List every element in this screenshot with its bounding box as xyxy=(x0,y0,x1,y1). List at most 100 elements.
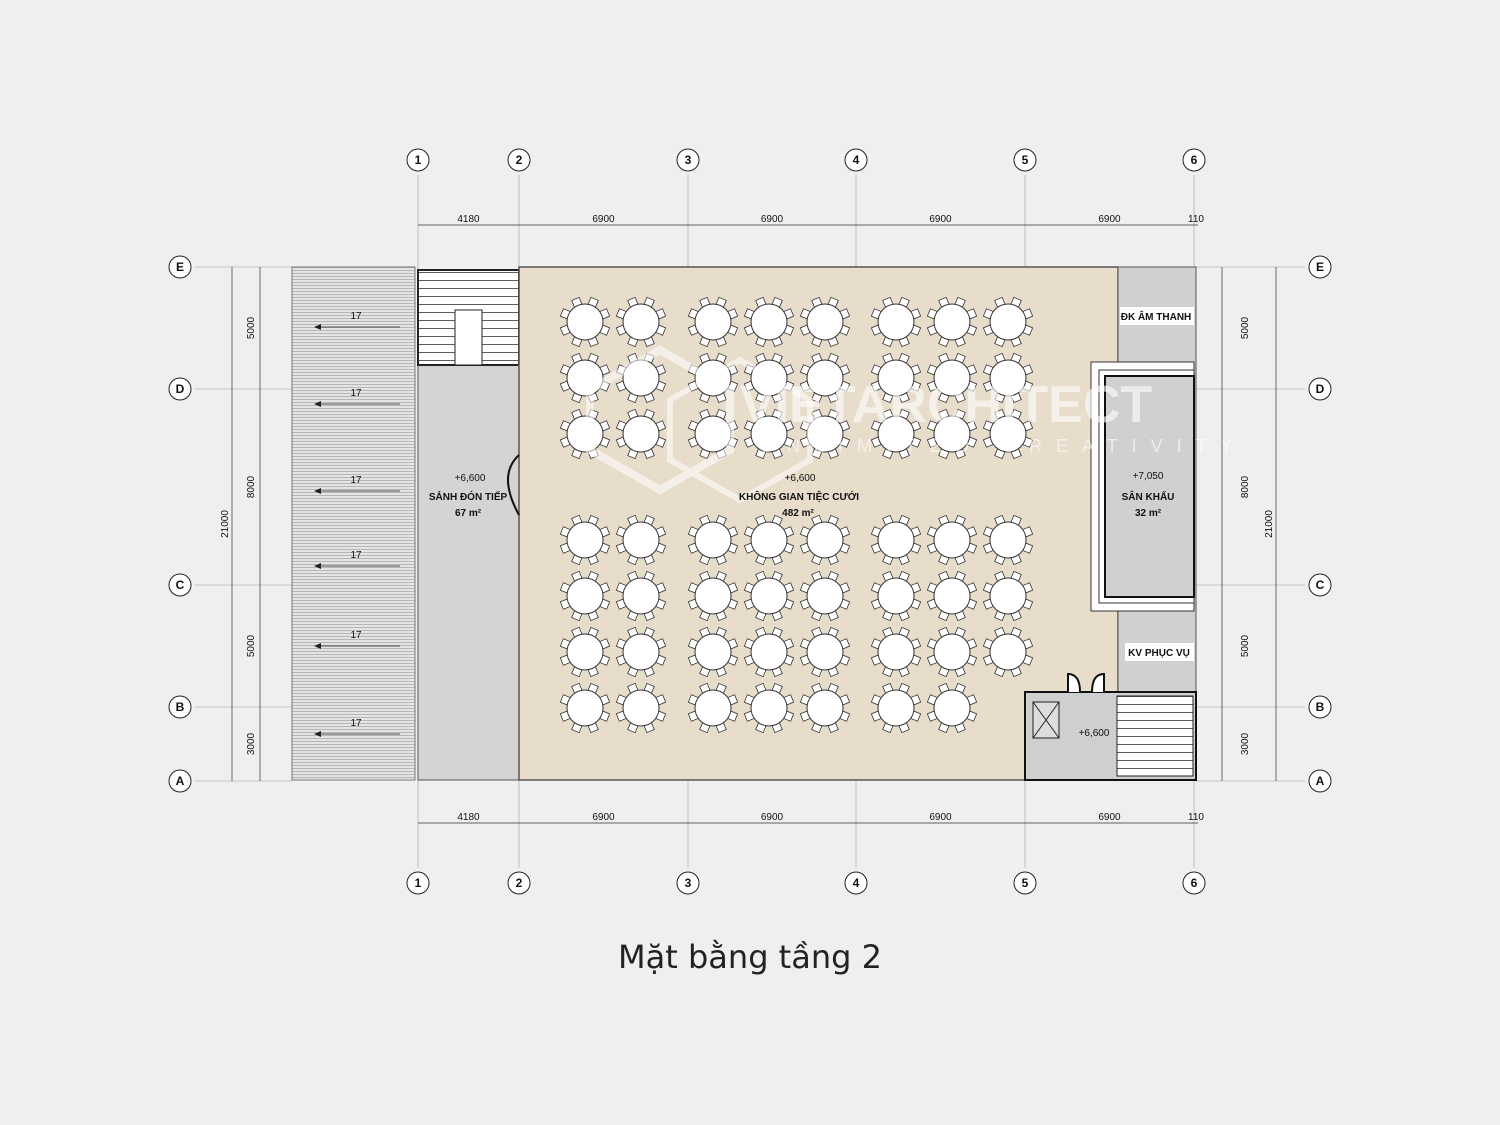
dimension-label: 8000 xyxy=(246,475,257,498)
dimension-label: 5000 xyxy=(1240,634,1251,657)
grid-bubble xyxy=(168,573,192,597)
grid-column-label: 6 xyxy=(1191,153,1198,167)
round-table xyxy=(799,296,851,348)
grid-bubble xyxy=(1182,871,1206,895)
round-table xyxy=(982,514,1034,566)
grid-bubble xyxy=(1308,377,1332,401)
dimension-label: 6900 xyxy=(592,214,615,225)
dimension-label: 6900 xyxy=(1098,812,1121,823)
round-table xyxy=(926,352,978,404)
dimension-label: 5000 xyxy=(246,316,257,339)
round-table xyxy=(799,626,851,678)
round-table xyxy=(559,514,611,566)
dimension-label: 3000 xyxy=(1240,732,1251,755)
dimension-label: 5000 xyxy=(1240,316,1251,339)
round-table xyxy=(743,626,795,678)
round-table xyxy=(687,570,739,622)
dimension-label: 4180 xyxy=(457,812,480,823)
grid-column-label: 4 xyxy=(853,876,860,890)
lobby-area-label: 67 m² xyxy=(455,508,482,519)
round-table xyxy=(559,682,611,734)
hall-level: +6,600 xyxy=(785,473,816,484)
round-table xyxy=(799,682,851,734)
grid-bubble xyxy=(168,255,192,279)
grid-column-label: 4 xyxy=(853,153,860,167)
grid-row-label: E xyxy=(1316,260,1324,274)
round-table xyxy=(687,682,739,734)
watermark-logo xyxy=(586,345,813,504)
round-table xyxy=(870,296,922,348)
watermark-tagline: UNLIMITED CREATIVITY xyxy=(760,436,1247,456)
stair-level: +6,600 xyxy=(1079,728,1110,739)
round-table xyxy=(926,570,978,622)
ramp xyxy=(291,266,416,781)
grid-column-label: 5 xyxy=(1022,153,1029,167)
service-area-label: KV PHỤC VỤ xyxy=(1128,648,1190,659)
grid-bubble xyxy=(406,148,430,172)
grid-column-label: 1 xyxy=(415,876,422,890)
dimension-label: 4180 xyxy=(457,214,480,225)
dimension-label: 6900 xyxy=(761,214,784,225)
lobby-area xyxy=(417,364,520,781)
round-table xyxy=(926,682,978,734)
round-table xyxy=(926,626,978,678)
round-table xyxy=(926,296,978,348)
ramp-step-count: 17 xyxy=(350,630,362,641)
round-table xyxy=(559,570,611,622)
round-table xyxy=(799,570,851,622)
total-dimension-label: 21000 xyxy=(220,510,231,538)
round-table xyxy=(615,626,667,678)
round-table xyxy=(743,514,795,566)
grid-row-label: C xyxy=(176,578,185,592)
grid-bubble xyxy=(676,871,700,895)
grid-column-label: 3 xyxy=(685,153,692,167)
grid-row-label: D xyxy=(1316,382,1325,396)
grid-row-label: C xyxy=(1316,578,1325,592)
grid-bubble xyxy=(844,148,868,172)
round-table xyxy=(743,408,795,460)
watermark-brand: VIETARCHITECT xyxy=(740,376,1152,434)
dimension-label: 5000 xyxy=(246,634,257,657)
ramp-step-count: 17 xyxy=(350,388,362,399)
round-table xyxy=(870,626,922,678)
round-table xyxy=(559,626,611,678)
round-table xyxy=(870,570,922,622)
round-table xyxy=(870,514,922,566)
round-table xyxy=(615,296,667,348)
round-table xyxy=(926,408,978,460)
sound-control-label: ĐK ÂM THANH xyxy=(1121,310,1192,323)
dimension-label: 110 xyxy=(1188,812,1204,823)
dimension-label: 110 xyxy=(1188,214,1204,225)
grid-bubble xyxy=(1013,871,1037,895)
round-table xyxy=(982,570,1034,622)
round-table xyxy=(870,682,922,734)
grid-column-label: 5 xyxy=(1022,876,1029,890)
round-table xyxy=(687,626,739,678)
dimension-label: 6900 xyxy=(592,812,615,823)
total-dimension-label: 21000 xyxy=(1264,510,1275,538)
round-table xyxy=(870,352,922,404)
lobby-name: SẢNH ĐÓN TIẾP xyxy=(429,490,508,503)
round-table xyxy=(982,408,1034,460)
round-table xyxy=(615,514,667,566)
round-table xyxy=(926,514,978,566)
grid-bubble xyxy=(1308,769,1332,793)
dimension-label: 6900 xyxy=(761,812,784,823)
grid-bubble xyxy=(1308,255,1332,279)
round-table xyxy=(982,626,1034,678)
grid-bubble xyxy=(168,695,192,719)
round-table xyxy=(615,570,667,622)
stage-level: +7,050 xyxy=(1133,471,1164,482)
grid-bubble xyxy=(676,148,700,172)
plan-title: Mặt bằng tầng 2 xyxy=(618,938,882,976)
grid-bubble xyxy=(168,769,192,793)
ramp-step-count: 17 xyxy=(350,718,362,729)
round-table xyxy=(982,296,1034,348)
dimension-label: 6900 xyxy=(929,214,952,225)
grid-row-label: A xyxy=(176,774,185,788)
round-table xyxy=(615,408,667,460)
ramp-step-count: 17 xyxy=(350,550,362,561)
grid-row-label: D xyxy=(176,382,185,396)
grid-bubble xyxy=(406,871,430,895)
